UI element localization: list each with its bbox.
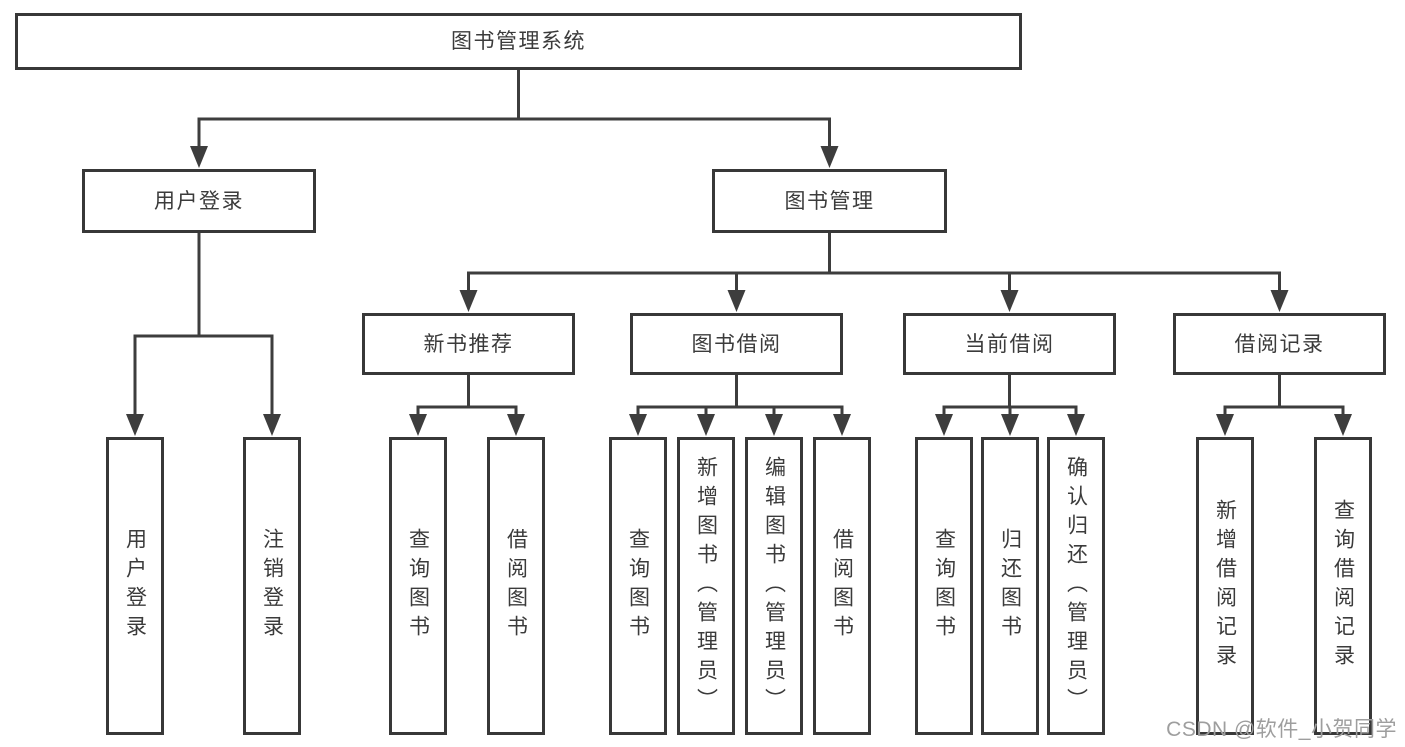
node-leaf-user-login: 用户登录 <box>106 437 164 735</box>
node-label: 借阅图书 <box>830 528 854 644</box>
node-label: 归还图书 <box>998 528 1022 644</box>
arrowhead-icon <box>727 290 746 312</box>
edges-from-book-borrow <box>629 373 851 436</box>
node-user-login: 用户登录 <box>82 169 316 233</box>
arrowhead-icon <box>1001 414 1019 436</box>
node-label: 用户登录 <box>123 528 147 644</box>
node-leaf-bb-add: 新增图书（管理员） <box>677 437 735 735</box>
arrowhead-icon <box>459 290 478 312</box>
node-leaf-bb-borrow: 借阅图书 <box>813 437 871 735</box>
node-label: 用户登录 <box>154 189 244 213</box>
node-book-borrow: 图书借阅 <box>630 313 843 375</box>
arrowhead-icon <box>1334 414 1352 436</box>
edges-from-book-mgmt <box>459 231 1289 312</box>
node-label: 当前借阅 <box>964 332 1055 356</box>
arrowhead-icon <box>1270 290 1289 312</box>
node-label: 确认归还（管理员） <box>1064 455 1088 717</box>
edges-from-borrow-record <box>1216 373 1352 436</box>
node-leaf-cb-return: 归还图书 <box>981 437 1039 735</box>
node-leaf-br-add: 新增借阅记录 <box>1196 437 1254 735</box>
node-borrow-record: 借阅记录 <box>1173 313 1386 375</box>
node-label: 查询图书 <box>626 528 650 644</box>
node-leaf-bb-edit: 编辑图书（管理员） <box>745 437 803 735</box>
node-label: 借阅记录 <box>1234 332 1325 356</box>
arrowhead-icon <box>629 414 647 436</box>
arrowhead-icon <box>697 414 715 436</box>
node-current-borrow: 当前借阅 <box>903 313 1116 375</box>
arrowhead-icon <box>1000 290 1019 312</box>
node-leaf-nbr-borrow: 借阅图书 <box>487 437 545 735</box>
node-new-book-rec: 新书推荐 <box>362 313 575 375</box>
node-label: 注销登录 <box>260 528 284 644</box>
node-leaf-cb-query: 查询图书 <box>915 437 973 735</box>
node-label: 图书借阅 <box>691 332 782 356</box>
arrowhead-icon <box>1216 414 1234 436</box>
node-label: 查询图书 <box>932 528 956 644</box>
edges-from-root <box>190 68 839 168</box>
node-leaf-br-query: 查询借阅记录 <box>1314 437 1372 735</box>
arrowhead-icon <box>1067 414 1085 436</box>
node-root: 图书管理系统 <box>15 13 1022 70</box>
edges-from-user-login <box>126 231 281 436</box>
node-label: 图书管理系统 <box>451 30 586 53</box>
arrowhead-icon <box>833 414 851 436</box>
edges-from-current-borrow <box>935 373 1085 436</box>
arrowhead-icon <box>190 146 208 168</box>
node-label: 新增借阅记录 <box>1213 499 1237 673</box>
node-label: 编辑图书（管理员） <box>762 455 786 717</box>
arrowhead-icon <box>820 146 839 168</box>
arrowhead-icon <box>126 414 144 436</box>
node-label: 借阅图书 <box>504 528 528 644</box>
node-label: 图书管理 <box>784 189 875 213</box>
node-leaf-logout: 注销登录 <box>243 437 301 735</box>
node-leaf-nbr-query: 查询图书 <box>389 437 447 735</box>
node-label: 查询图书 <box>406 528 430 644</box>
edges-from-new-book-rec <box>409 373 525 436</box>
node-book-mgmt: 图书管理 <box>712 169 947 233</box>
arrowhead-icon <box>935 414 953 436</box>
node-leaf-bb-query: 查询图书 <box>609 437 667 735</box>
arrowhead-icon <box>765 414 783 436</box>
watermark: CSDN @软件_小贺同学 <box>1166 718 1397 741</box>
arrowhead-icon <box>507 414 525 436</box>
node-leaf-cb-confirm: 确认归还（管理员） <box>1047 437 1105 735</box>
node-label: 新书推荐 <box>423 332 514 356</box>
node-label: 新增图书（管理员） <box>694 455 718 717</box>
node-label: 查询借阅记录 <box>1331 499 1355 673</box>
arrowhead-icon <box>263 414 281 436</box>
arrowhead-icon <box>409 414 427 436</box>
